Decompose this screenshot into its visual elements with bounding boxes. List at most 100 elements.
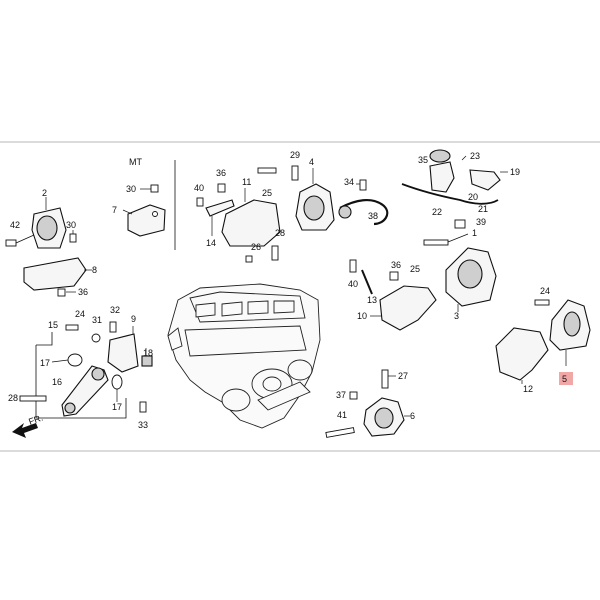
callout-29: 29 (290, 150, 300, 160)
callout-24a: 24 (75, 309, 85, 319)
part-24-bolt-right (534, 299, 550, 306)
part-28-bolt-mid (271, 245, 279, 261)
part-28-bolt (19, 395, 47, 402)
engine-block (167, 283, 321, 429)
callout-17b: 17 (112, 402, 122, 412)
callout-11: 11 (242, 177, 251, 187)
callout-40a: 40 (194, 183, 204, 193)
part-23-bracket (461, 155, 467, 161)
part-12-bracket (495, 327, 549, 384)
part-33-bolt (139, 401, 147, 413)
part-31-washer (91, 333, 101, 343)
callout-32: 32 (110, 305, 120, 315)
callout-22: 22 (432, 207, 442, 217)
callout-6: 6 (410, 411, 415, 421)
callout-7: 7 (112, 205, 117, 215)
callout-15: 15 (48, 320, 58, 330)
part-11-bracket (221, 188, 281, 247)
callout-39: 39 (476, 217, 486, 227)
part-17-washer-b (111, 374, 123, 402)
callout-13: 13 (367, 295, 377, 305)
part-41-bolt (325, 427, 355, 438)
part-6-mount (363, 397, 410, 437)
callout-41: 41 (337, 410, 347, 420)
callout-37: 37 (336, 390, 346, 400)
part-39-clamp (454, 219, 466, 229)
bracket-frame-15 (35, 332, 127, 419)
part-40-bolt-lower (349, 259, 357, 273)
part-30-nut (140, 184, 159, 193)
part-24-bolt (65, 324, 79, 331)
callout-5: 5 (562, 374, 567, 384)
part-13-bolt (361, 269, 373, 295)
callout-21: 21 (478, 204, 488, 214)
part-35-actuator (429, 149, 455, 193)
part-5-highlight (559, 372, 573, 385)
callout-3: 3 (454, 311, 459, 321)
part-2-mount (31, 197, 67, 249)
callout-25a: 25 (262, 188, 272, 198)
callout-27: 27 (398, 371, 408, 381)
part-19-link (469, 169, 508, 191)
callout-19: 19 (510, 167, 520, 177)
callout-33: 33 (138, 420, 148, 430)
part-18-nut (141, 348, 153, 367)
callout-36a: 36 (78, 287, 88, 297)
direction-label: FR. (27, 413, 44, 427)
part-38-hose (338, 199, 389, 226)
callout-8: 8 (92, 265, 97, 275)
callout-1: 1 (472, 228, 477, 238)
part-17-washer-a (51, 353, 83, 367)
part-8-bracket (23, 257, 92, 291)
callout-36c: 36 (391, 260, 401, 270)
part-7-bracket (122, 204, 166, 237)
callout-16: 16 (52, 377, 62, 387)
variant-label: MT (129, 157, 142, 167)
part-32-bolt (109, 321, 117, 333)
callout-25b: 25 (410, 264, 420, 274)
callout-4: 4 (309, 157, 314, 167)
callout-2: 2 (42, 188, 47, 198)
callout-10: 10 (357, 311, 367, 321)
callout-23: 23 (470, 151, 480, 161)
part-29-bolt (291, 165, 299, 181)
part-20-21-hose (401, 183, 499, 205)
part-14-link (205, 199, 235, 236)
callout-20: 20 (468, 192, 478, 202)
part-4-mount (295, 168, 335, 231)
callout-31: 31 (92, 315, 102, 325)
callout-36b: 36 (216, 168, 226, 178)
part-34-bolt (356, 179, 367, 191)
part-10-bracket (370, 285, 437, 331)
callout-35: 35 (418, 155, 428, 165)
part-1-bolt (423, 233, 469, 246)
part-5-mount (549, 299, 591, 366)
callout-28a: 28 (8, 393, 18, 403)
callout-28b: 28 (275, 228, 285, 238)
callout-17a: 17 (40, 358, 50, 368)
part-42-bolt (5, 234, 35, 247)
callout-26: 26 (251, 242, 261, 252)
part-9-bracket (107, 326, 139, 373)
part-30-bolt (69, 230, 77, 243)
part-37-nut (349, 391, 358, 400)
part-25-bolt-left (257, 167, 277, 174)
callout-30a: 30 (126, 184, 136, 194)
part-16-torque-rod (61, 365, 109, 417)
callout-12: 12 (523, 384, 533, 394)
direction-arrow: FR. (12, 413, 44, 438)
callout-38: 38 (368, 211, 378, 221)
part-26-nut (245, 255, 253, 263)
callout-42: 42 (10, 220, 20, 230)
callout-30b: 30 (66, 220, 76, 230)
part-36-nut-right (389, 271, 399, 281)
part-36-nut-left (57, 288, 76, 297)
callout-14: 14 (206, 238, 216, 248)
part-40-bolt-upper (196, 197, 204, 207)
callout-9: 9 (131, 314, 136, 324)
part-3-mount (445, 247, 497, 312)
callout-40b: 40 (348, 279, 358, 289)
part-27-bolt (381, 369, 396, 389)
callout-18: 18 (143, 348, 153, 358)
